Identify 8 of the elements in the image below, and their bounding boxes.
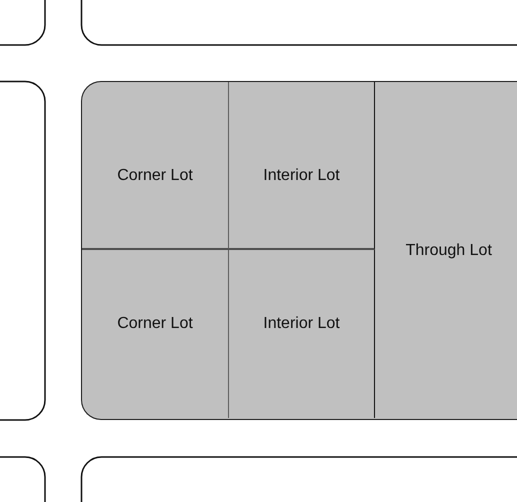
lot-label: Interior Lot [263,166,340,184]
city-block [81,81,517,420]
lot-label: Corner Lot [117,166,193,184]
lot-parcel [82,82,229,250]
lot-label: Through Lot [406,240,492,260]
lot-label: Interior Lot [263,314,340,332]
lot-label: Corner Lot [117,314,193,332]
lot-parcel [229,82,375,250]
